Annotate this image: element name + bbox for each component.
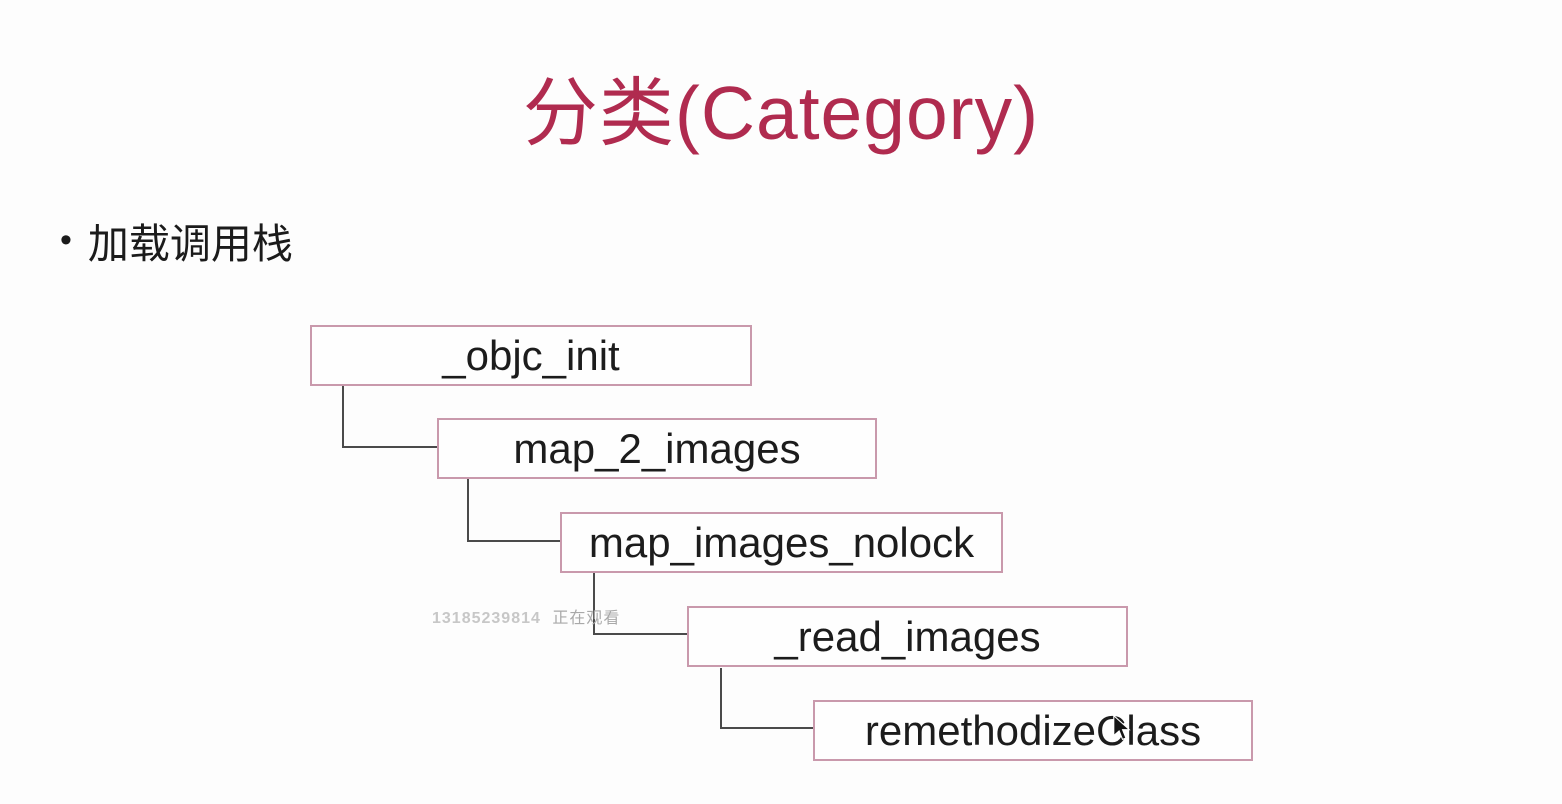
stack-frame-map-images-nolock: map_images_nolock: [560, 512, 1003, 573]
page-title: 分类(Category): [522, 71, 1040, 155]
stack-frame-map-2-images: map_2_images: [437, 418, 877, 479]
stack-frame-label: remethodizeClass: [864, 706, 1202, 754]
connector-line: [593, 573, 687, 635]
viewer-id: 13185239814: [432, 610, 541, 627]
stack-frame-label: map_images_nolock: [588, 518, 975, 566]
connector-line: [342, 386, 437, 448]
stack-frame-remethodize-class: remethodizeClass: [813, 700, 1253, 761]
bullet-text: 加载调用栈: [87, 221, 293, 267]
stack-frame-objc-init: _objc_init: [310, 325, 752, 386]
bullet-marker: •: [60, 221, 72, 259]
stack-frame-label: _read_images: [774, 612, 1041, 660]
connector-line: [467, 479, 560, 542]
bullet-item: • 加载调用栈: [60, 210, 293, 270]
arrow-pointer-icon: [1113, 715, 1131, 741]
stack-frame-label: _objc_init: [442, 331, 620, 379]
connector-line: [720, 668, 813, 729]
viewer-watermark: 13185239814 正在观看: [432, 604, 620, 628]
stack-frame-read-images: _read_images: [687, 606, 1128, 667]
stack-frame-label: map_2_images: [513, 424, 801, 472]
viewer-status: 正在观看: [552, 610, 621, 627]
